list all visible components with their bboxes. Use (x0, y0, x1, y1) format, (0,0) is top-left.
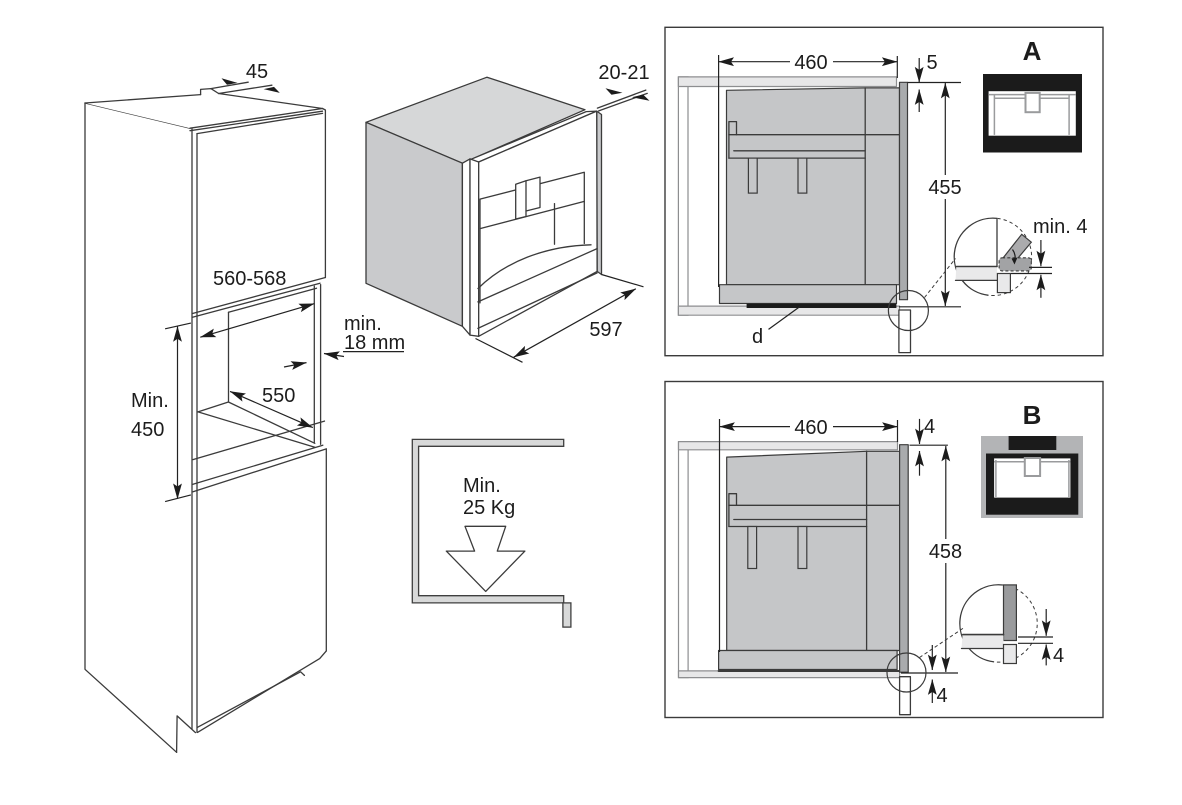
svg-text:5: 5 (927, 52, 938, 74)
svg-text:597: 597 (589, 319, 622, 341)
svg-text:Min.: Min. (463, 475, 501, 497)
svg-text:B: B (1023, 400, 1042, 430)
svg-text:25 Kg: 25 Kg (463, 497, 515, 519)
svg-text:550: 550 (262, 385, 295, 407)
svg-text:Min.: Min. (131, 390, 169, 412)
svg-text:458: 458 (929, 541, 962, 563)
svg-text:18 mm: 18 mm (344, 332, 405, 354)
svg-text:min.: min. (344, 313, 382, 335)
svg-text:455: 455 (928, 177, 961, 199)
svg-text:460: 460 (794, 417, 827, 439)
svg-text:45: 45 (246, 61, 268, 83)
svg-text:d: d (752, 326, 763, 348)
svg-text:20-21: 20-21 (598, 62, 649, 84)
svg-text:450: 450 (131, 419, 164, 441)
svg-text:560-568: 560-568 (213, 268, 286, 290)
svg-text:min. 4: min. 4 (1033, 216, 1087, 238)
svg-text:4: 4 (924, 416, 935, 438)
svg-text:4: 4 (937, 685, 948, 707)
svg-text:A: A (1023, 36, 1042, 66)
svg-text:460: 460 (794, 52, 827, 74)
svg-text:4: 4 (1053, 645, 1064, 667)
